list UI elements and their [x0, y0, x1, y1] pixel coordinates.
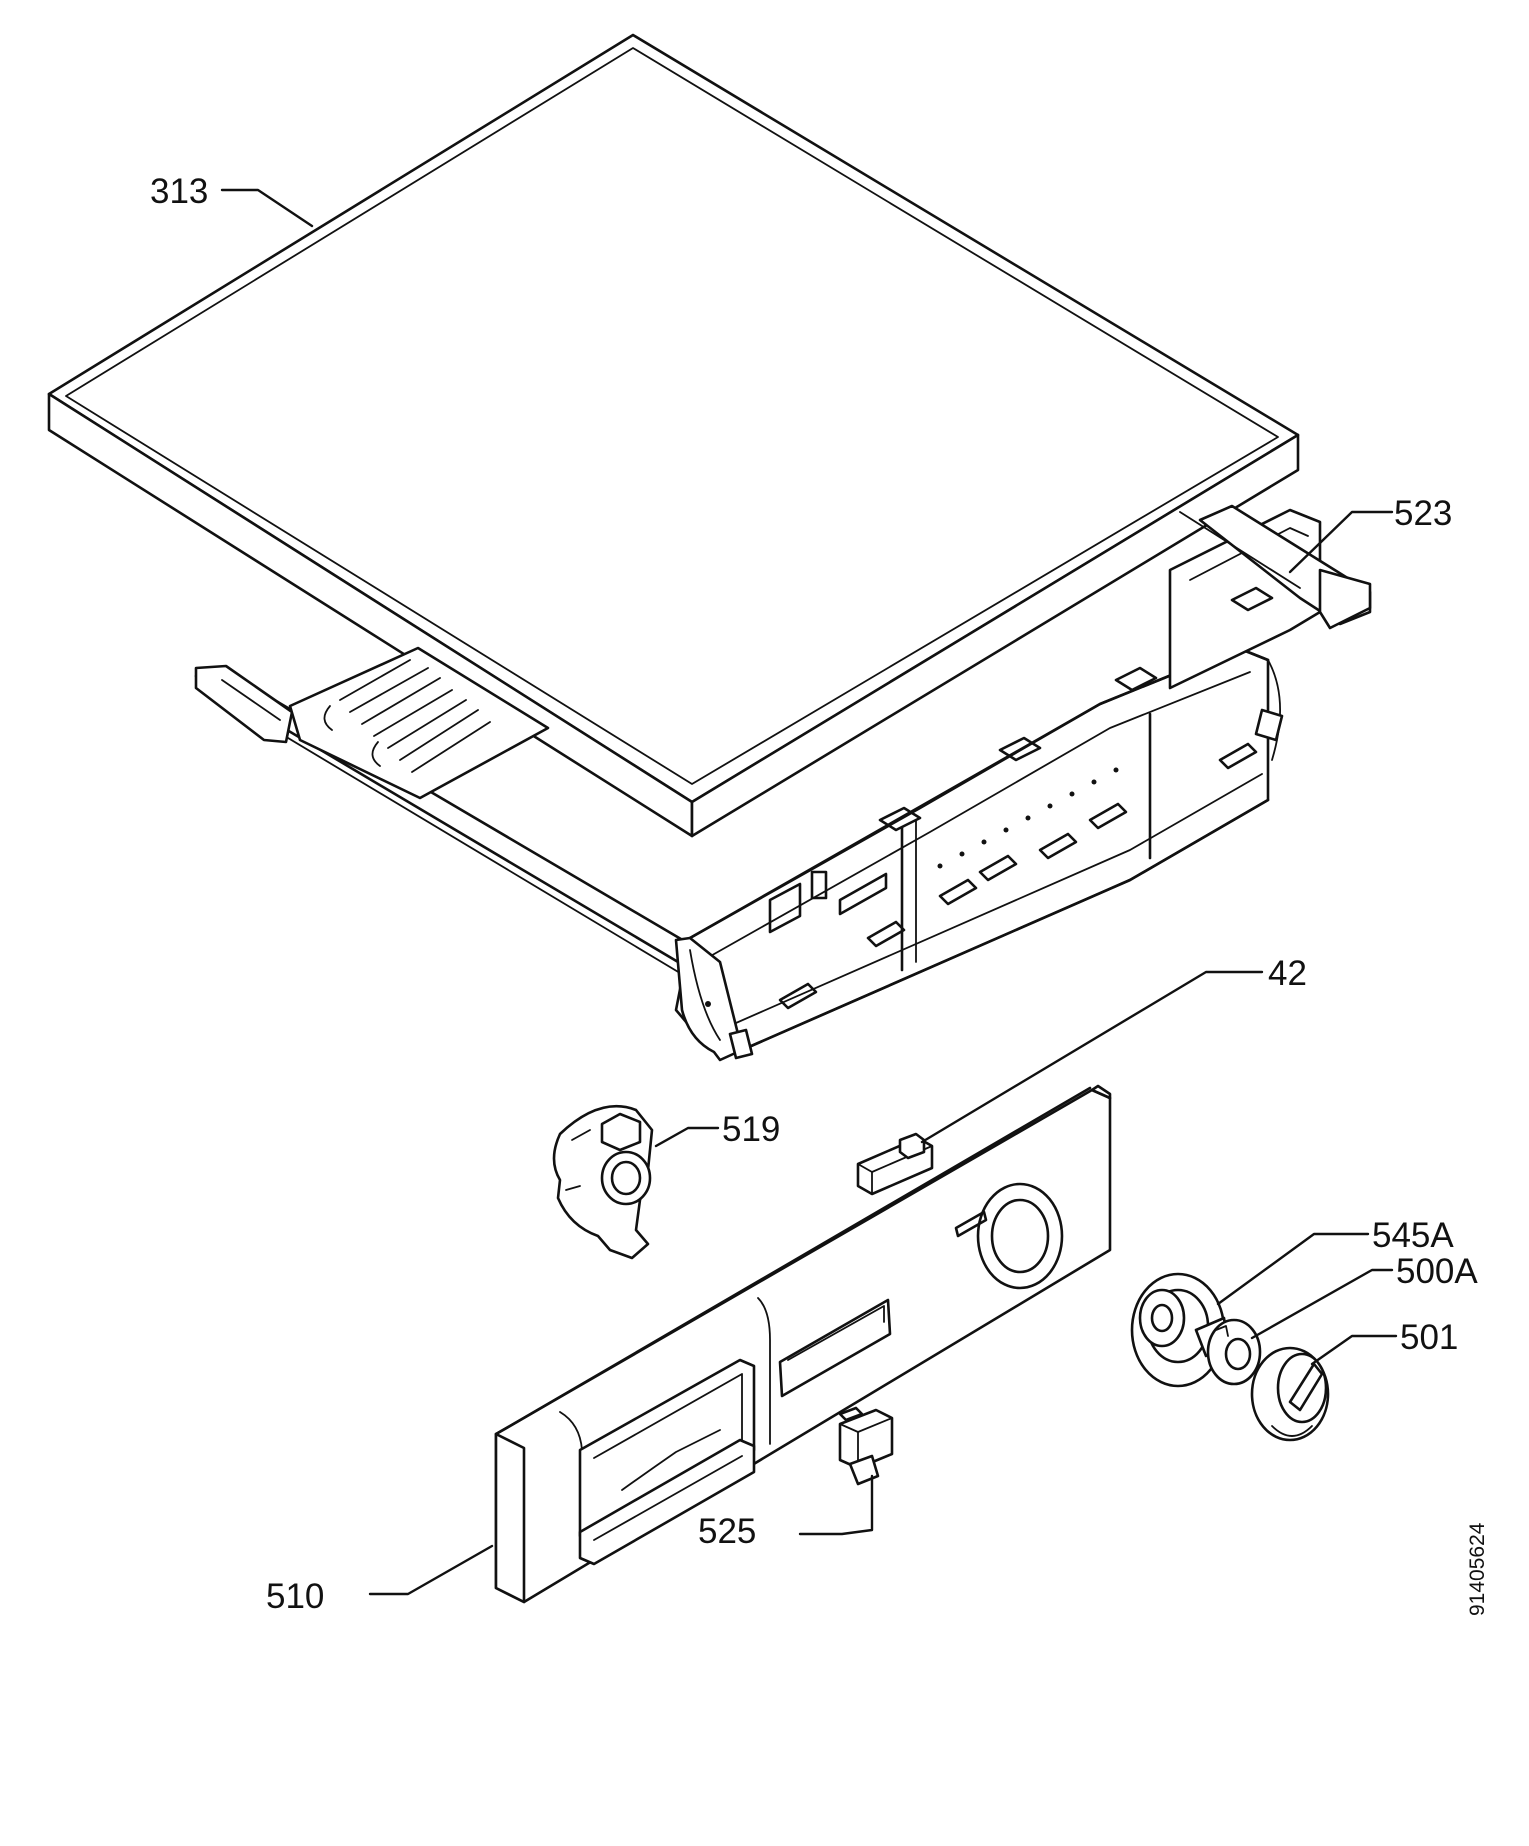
label-519: 519	[722, 1110, 780, 1149]
label-523: 523	[1394, 494, 1452, 533]
leader-523	[1288, 510, 1394, 574]
label-545a: 545A	[1372, 1216, 1454, 1255]
leader-545a	[1216, 1232, 1370, 1306]
frame-hole-row	[937, 767, 1119, 869]
leader-500a	[1250, 1268, 1394, 1340]
label-510: 510	[266, 1577, 324, 1616]
part-510-control-panel	[494, 1084, 1112, 1604]
part-42-switch	[856, 1132, 934, 1196]
part-500a-ring	[1206, 1318, 1262, 1386]
leader-313	[220, 188, 314, 228]
part-525-button	[838, 1406, 894, 1486]
leader-519	[654, 1126, 720, 1148]
part-labels: 313 523 42 519 545A 500A 501 525 510	[150, 172, 1478, 1616]
label-42: 42	[1268, 954, 1307, 993]
label-525: 525	[698, 1512, 756, 1551]
leader-lines	[220, 188, 1398, 1596]
leader-501	[1310, 1334, 1398, 1366]
label-500a: 500A	[1396, 1252, 1478, 1291]
part-519-clamp	[552, 1104, 654, 1260]
leader-42	[920, 970, 1264, 1144]
part-523-control-frame	[194, 504, 1372, 1062]
leader-510	[368, 1544, 494, 1596]
part-501-knob	[1250, 1346, 1330, 1442]
leader-525	[798, 1474, 874, 1536]
label-501: 501	[1400, 1318, 1458, 1357]
drawing-number: 91405624	[1466, 1522, 1489, 1616]
label-313: 313	[150, 172, 208, 211]
